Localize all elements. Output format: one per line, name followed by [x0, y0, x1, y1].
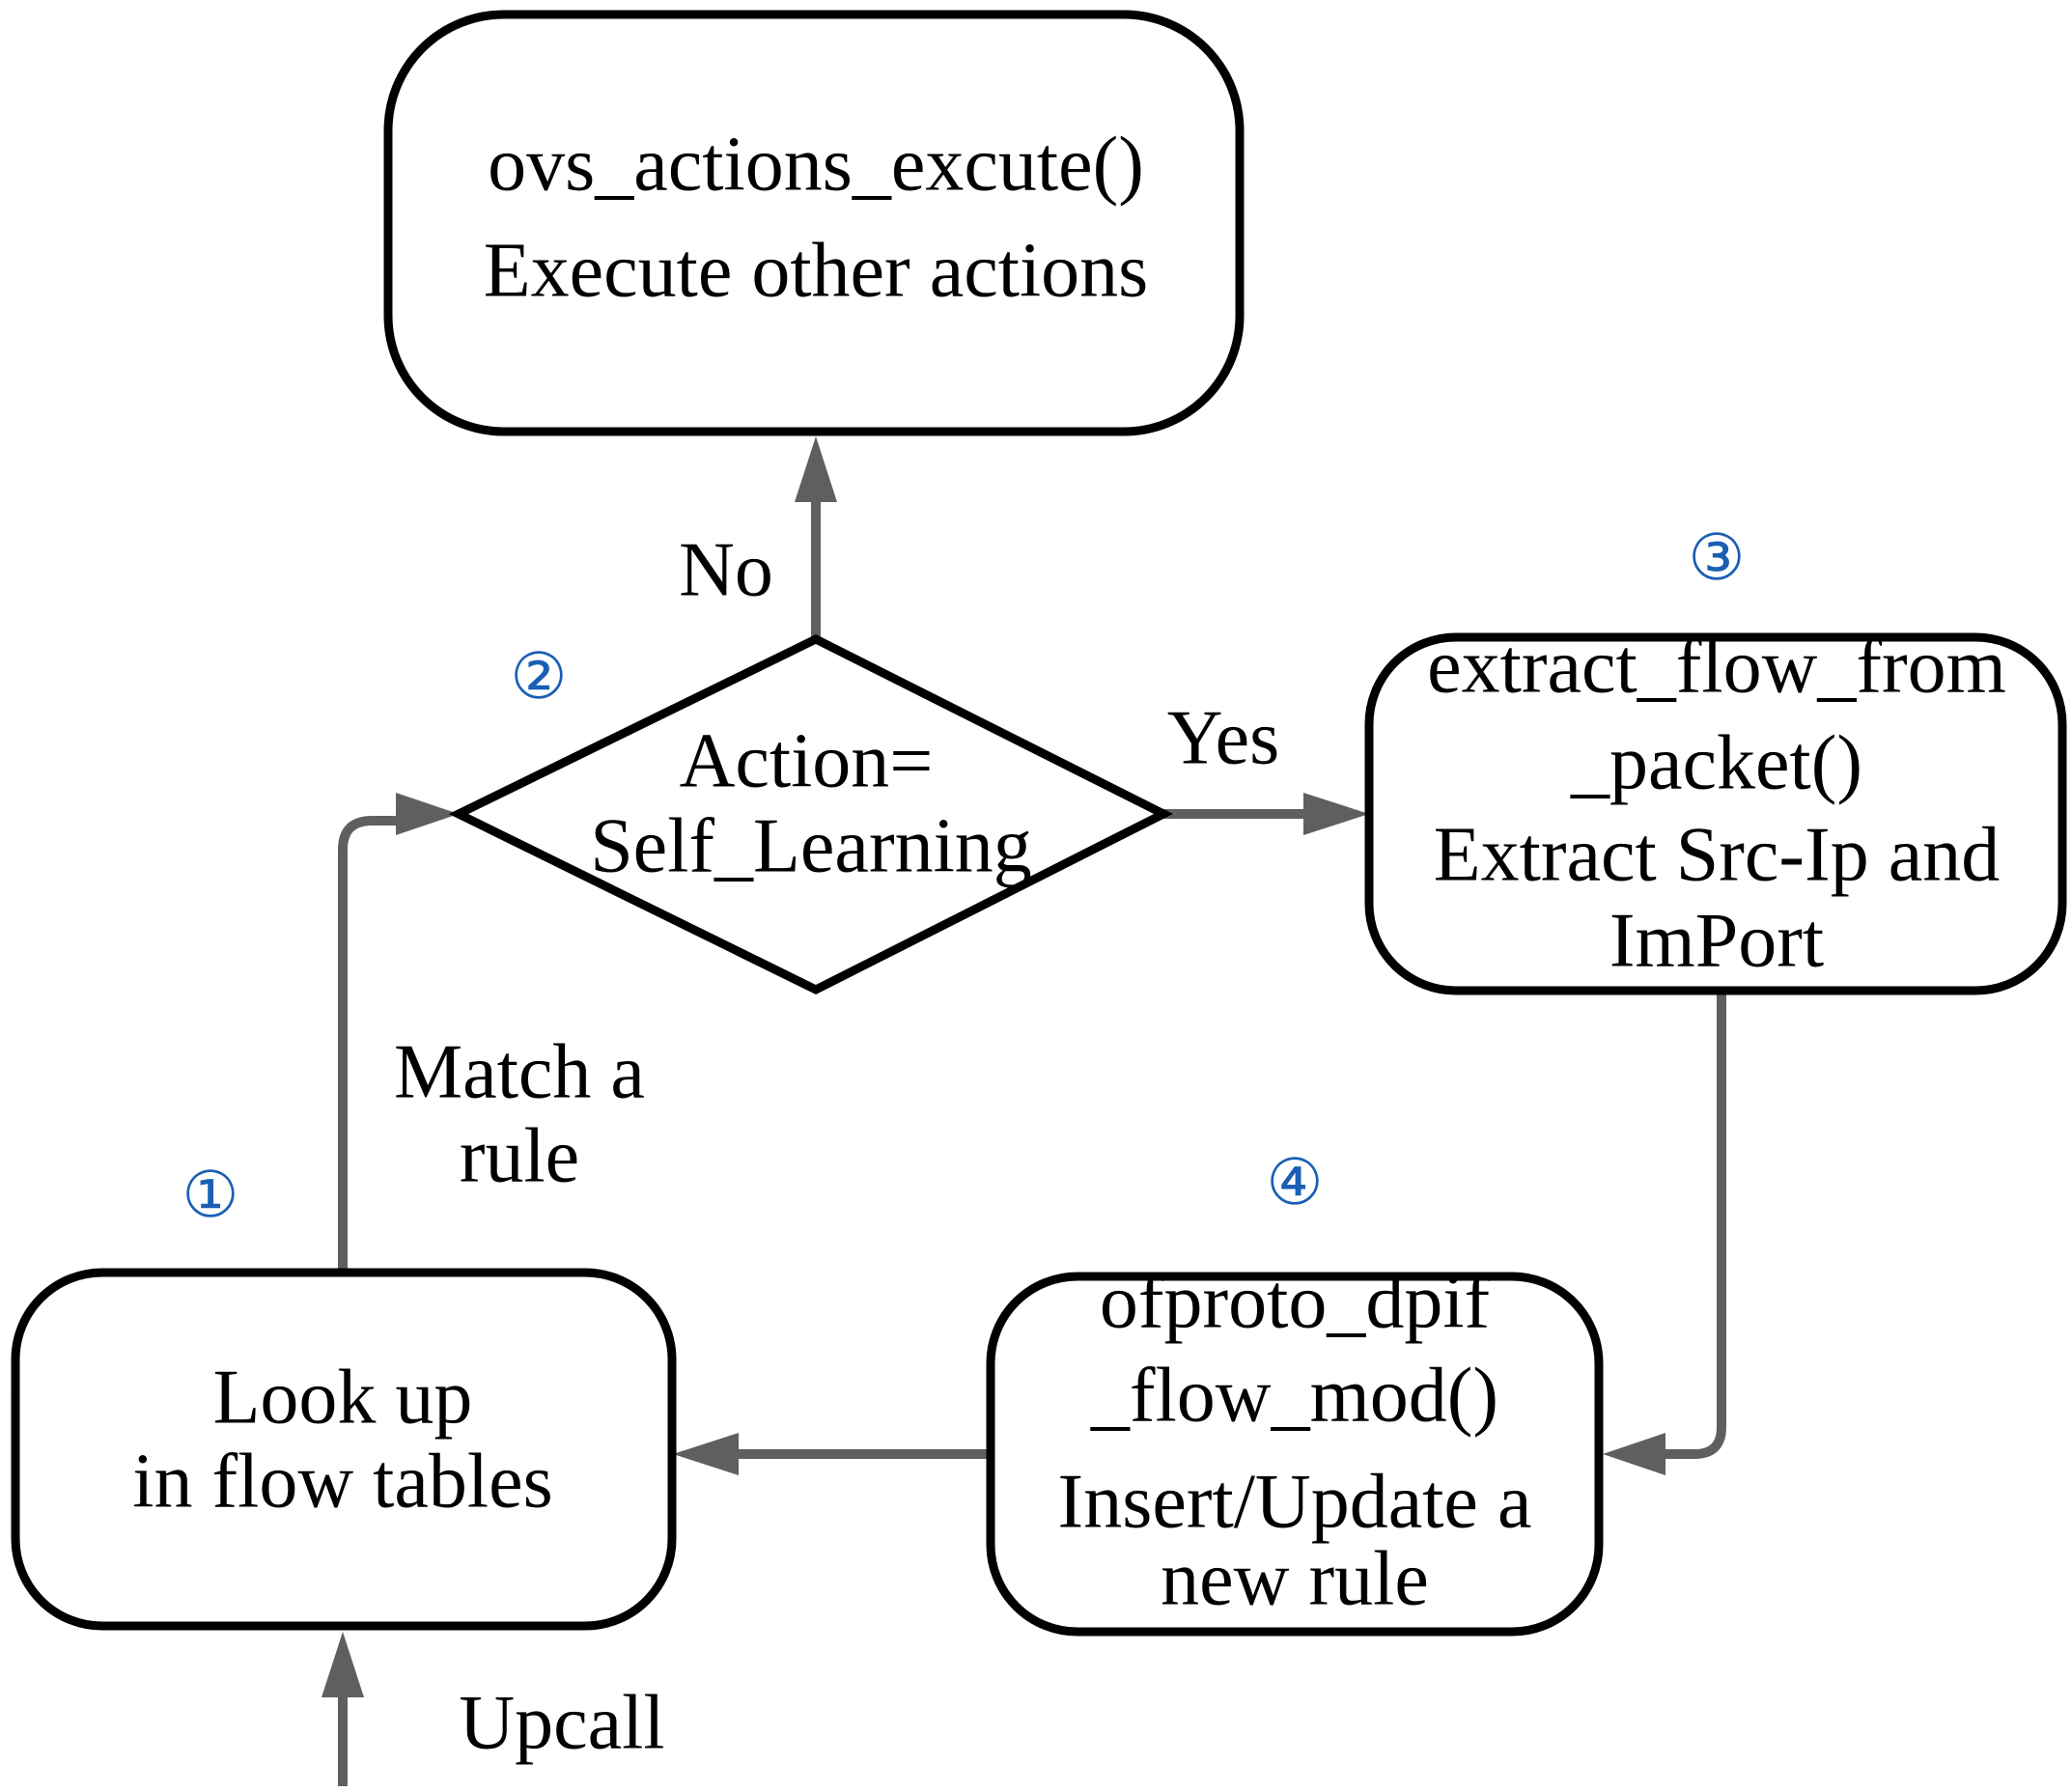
step-number-1: ①: [182, 1161, 238, 1231]
arrowhead-upcall: [322, 1632, 364, 1697]
decision-line-1: Action=: [680, 718, 934, 803]
lookup-line-2: in flow tables: [132, 1439, 552, 1524]
extract-line-1: extract_flow_from: [1427, 624, 2006, 709]
extract-box: [1364, 632, 2067, 995]
flowmod-line-3: Insert/Update a: [1058, 1459, 1532, 1544]
execute-box: [383, 10, 1245, 436]
edge-extract-to-flowmod: [1665, 991, 1726, 1459]
flowmod-box: [986, 1272, 1604, 1637]
lookup-box: [11, 1268, 677, 1631]
decision-line-2: Self_Learning: [590, 803, 1032, 888]
extract-line-3: Extract Src-Ip and: [1434, 812, 2000, 897]
execute-line-1: ovs_actions_excute(): [488, 122, 1144, 207]
flowmod-line-2: _flow_mod(): [1090, 1353, 1498, 1438]
flowmod-line-1: ofproto_dpif: [1100, 1259, 1491, 1344]
arrowhead-to-execute: [795, 436, 837, 502]
extract-line-4: ImPort: [1609, 898, 1824, 983]
label-match-line-2: rule: [460, 1113, 579, 1198]
label-match-line-1: Match a: [394, 1029, 645, 1114]
execute-line-2: Execute other actions: [484, 228, 1149, 313]
step-number-3: ③: [1688, 523, 1745, 594]
lookup-line-1: Look up: [213, 1355, 473, 1440]
edge-lookup-to-decision: [338, 816, 396, 1273]
arrowhead-to-lookup: [673, 1433, 739, 1475]
label-yes: Yes: [1167, 695, 1279, 780]
extract-line-2: _packet(): [1570, 720, 1862, 805]
label-no: No: [679, 527, 773, 612]
step-number-4: ④: [1266, 1148, 1323, 1218]
label-upcall: Upcall: [459, 1680, 664, 1765]
decision-diamond: [448, 633, 1173, 995]
arrowhead-to-flowmod: [1603, 1433, 1665, 1475]
arrowhead-to-decision: [396, 793, 459, 835]
arrowhead-to-extract: [1303, 793, 1369, 835]
step-number-2: ②: [510, 642, 567, 713]
flowmod-line-4: new rule: [1161, 1536, 1429, 1621]
